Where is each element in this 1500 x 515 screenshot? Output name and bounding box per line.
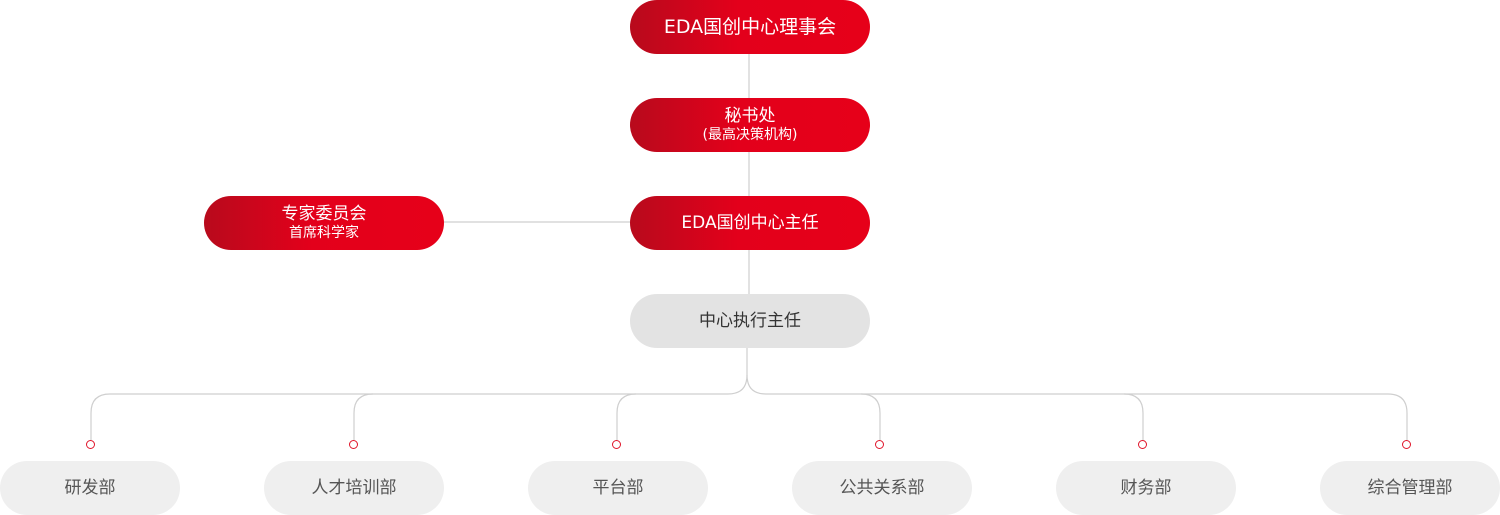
- department-label: 平台部: [592, 477, 644, 498]
- council-node: EDA国创中心理事会: [630, 0, 870, 54]
- department-node: 人才培训部: [264, 461, 444, 515]
- department-node: 财务部: [1056, 461, 1236, 515]
- branch-connector-4: [860, 393, 881, 440]
- department-node: 综合管理部: [1320, 461, 1500, 515]
- branch-connector-right: [746, 374, 1408, 440]
- secretariat-sublabel: (最高决策机构): [702, 126, 798, 143]
- department-label: 研发部: [64, 477, 116, 498]
- connector-dot: [1402, 440, 1411, 449]
- council-label: EDA国创中心理事会: [663, 15, 837, 38]
- executive-node: 中心执行主任: [630, 294, 870, 348]
- connector-dot: [349, 440, 358, 449]
- experts-node: 专家委员会 首席科学家: [204, 196, 444, 250]
- branch-connector-2: [353, 393, 374, 440]
- connector-dot: [1138, 440, 1147, 449]
- department-node: 平台部: [528, 461, 708, 515]
- department-node: 公共关系部: [792, 461, 972, 515]
- branch-connector-5: [1123, 393, 1144, 440]
- connector-dot: [612, 440, 621, 449]
- secretariat-label: 秘书处: [724, 106, 776, 127]
- department-label: 财务部: [1120, 477, 1172, 498]
- branch-connector-left: [90, 348, 748, 440]
- connector-dot: [86, 440, 95, 449]
- experts-sublabel: 首席科学家: [289, 224, 359, 241]
- department-label: 公共关系部: [839, 477, 925, 498]
- branch-connector-3: [616, 393, 637, 440]
- secretariat-node: 秘书处 (最高决策机构): [630, 98, 870, 152]
- director-node: EDA国创中心主任: [630, 196, 870, 250]
- connector-dot: [875, 440, 884, 449]
- department-label: 综合管理部: [1367, 477, 1453, 498]
- department-node: 研发部: [0, 461, 180, 515]
- department-label: 人才培训部: [311, 477, 397, 498]
- director-label: EDA国创中心主任: [681, 212, 819, 233]
- experts-label: 专家委员会: [281, 204, 367, 225]
- executive-label: 中心执行主任: [699, 310, 801, 331]
